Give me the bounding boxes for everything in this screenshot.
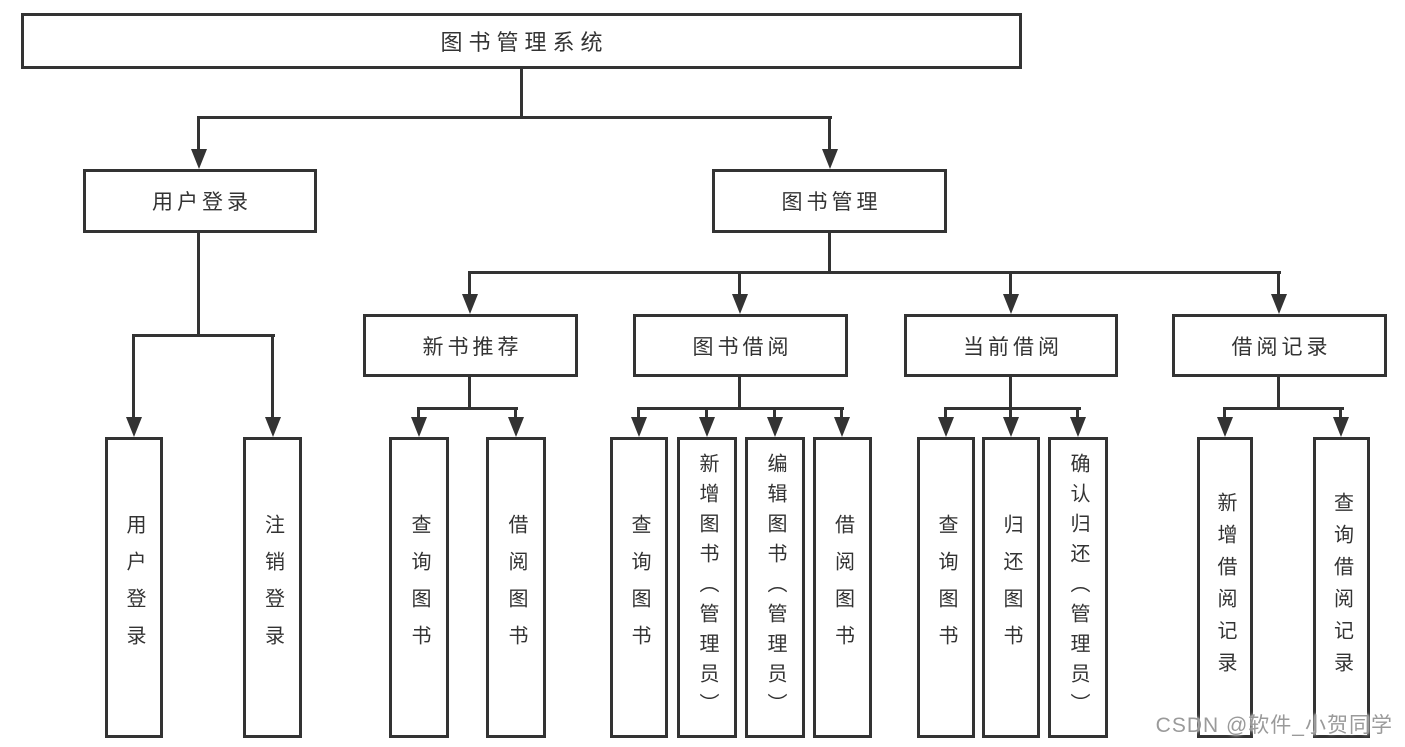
node-current-borrow: 当前借阅	[904, 314, 1118, 377]
leaf-add-book-admin-label: 新增图书（管理员）	[696, 452, 718, 723]
connector-shaft-query-borrow-record	[1339, 409, 1342, 421]
arrowhead-borrow-book-2	[834, 417, 850, 437]
leaf-user-login: 用户登录	[105, 437, 163, 738]
watermark: CSDN @软件_小贺同学	[1155, 714, 1393, 737]
arrowhead-query-book-1	[411, 417, 427, 437]
connector-shaft-query-book-1	[417, 409, 420, 421]
connector-shaft-new-book	[468, 273, 471, 298]
node-book-management: 图书管理	[712, 169, 947, 233]
leaf-query-book-recommend-label: 查询图书	[408, 513, 430, 662]
arrowhead-leaf-logout	[265, 417, 281, 437]
leaf-borrow-book: 借阅图书	[813, 437, 872, 738]
connector-shaft-book-borrow	[738, 273, 741, 298]
arrowhead-borrow-records	[1271, 294, 1287, 314]
connector-shaft-borrow-book-1	[514, 409, 517, 421]
connector-shaft-borrow-book-2	[840, 409, 843, 421]
connector-shaft-book-management	[828, 118, 831, 151]
connector-shaft-query-book-2	[637, 409, 640, 421]
connector-book-mgmt-stub	[828, 233, 831, 273]
arrowhead-add-borrow-record	[1217, 417, 1233, 437]
connector-shaft-return-book	[1009, 409, 1012, 421]
arrowhead-new-book	[462, 294, 478, 314]
connector-shaft-borrow-records	[1277, 273, 1280, 298]
node-book-borrow-label: 图书借阅	[692, 335, 793, 359]
leaf-query-borrow-record: 查询借阅记录	[1313, 437, 1370, 738]
connector-shaft-confirm-return	[1076, 409, 1079, 421]
leaf-add-borrow-record: 新增借阅记录	[1197, 437, 1253, 738]
connector-current-borrow-hline	[944, 407, 1081, 410]
leaf-borrow-book-recommend-label: 借阅图书	[505, 513, 527, 662]
arrowhead-leaf-user-login	[126, 417, 142, 437]
leaf-query-book-current: 查询图书	[917, 437, 975, 738]
node-new-book-recommend: 新书推荐	[363, 314, 578, 377]
connector-new-book-hline	[417, 407, 518, 410]
connector-user-login-stub	[197, 233, 200, 336]
node-user-login-label: 用户登录	[152, 191, 252, 214]
connector-book-borrow-hline	[637, 407, 844, 410]
arrowhead-book-management	[822, 149, 838, 169]
leaf-logout-login: 注销登录	[243, 437, 302, 738]
leaf-add-book-admin: 新增图书（管理员）	[677, 437, 737, 738]
leaf-confirm-return-admin: 确认归还（管理员）	[1048, 437, 1108, 738]
node-library-system-label: 图书管理系统	[440, 30, 609, 55]
connector-shaft-add-book	[705, 409, 708, 421]
node-user-login: 用户登录	[83, 169, 317, 233]
node-new-book-recommend-label: 新书推荐	[422, 335, 523, 359]
leaf-edit-book-admin-label: 编辑图书（管理员）	[764, 452, 786, 723]
leaf-query-book-borrow: 查询图书	[610, 437, 668, 738]
connector-root-stub	[520, 68, 523, 118]
connector-shaft-leaf-user-login	[132, 336, 135, 419]
arrowhead-confirm-return	[1070, 417, 1086, 437]
leaf-edit-book-admin: 编辑图书（管理员）	[745, 437, 805, 738]
connector-shaft-edit-book	[773, 409, 776, 421]
connector-book-borrow-stub	[738, 377, 741, 409]
arrowhead-borrow-book-1	[508, 417, 524, 437]
leaf-borrow-book-label: 借阅图书	[831, 513, 854, 662]
leaf-user-login-label: 用户登录	[123, 513, 145, 662]
connector-current-borrow-stub	[1009, 377, 1012, 409]
arrowhead-edit-book	[767, 417, 783, 437]
leaf-borrow-book-recommend: 借阅图书	[486, 437, 546, 738]
leaf-query-borrow-record-label: 查询借阅记录	[1330, 491, 1353, 684]
arrowhead-query-book-3	[938, 417, 954, 437]
leaf-logout-login-label: 注销登录	[261, 513, 284, 662]
leaf-confirm-return-admin-label: 确认归还（管理员）	[1067, 452, 1089, 723]
connector-user-login-hline	[132, 334, 275, 337]
arrowhead-current-borrow	[1003, 294, 1019, 314]
leaf-return-book: 归还图书	[982, 437, 1040, 738]
connector-root-hline	[197, 116, 832, 119]
connector-shaft-current-borrow	[1009, 273, 1012, 298]
connector-shaft-query-book-3	[944, 409, 947, 421]
connector-shaft-user-login	[197, 118, 200, 151]
leaf-add-borrow-record-label: 新增借阅记录	[1214, 491, 1236, 684]
connector-book-mgmt-hline	[468, 271, 1281, 274]
arrowhead-return-book	[1003, 417, 1019, 437]
arrowhead-user-login	[191, 149, 207, 169]
node-book-management-label: 图书管理	[781, 191, 882, 214]
connector-shaft-add-borrow-record	[1223, 409, 1226, 421]
leaf-query-book-borrow-label: 查询图书	[628, 513, 650, 662]
connector-borrow-records-stub	[1277, 377, 1280, 409]
arrowhead-book-borrow	[732, 294, 748, 314]
node-library-system: 图书管理系统	[21, 13, 1022, 69]
node-current-borrow-label: 当前借阅	[963, 335, 1063, 359]
leaf-query-book-recommend: 查询图书	[389, 437, 449, 738]
node-borrow-records: 借阅记录	[1172, 314, 1387, 377]
node-book-borrow: 图书借阅	[633, 314, 848, 377]
arrowhead-query-borrow-record	[1333, 417, 1349, 437]
leaf-return-book-label: 归还图书	[1000, 513, 1022, 662]
connector-borrow-records-hline	[1223, 407, 1344, 410]
node-borrow-records-label: 借阅记录	[1231, 335, 1332, 359]
connector-shaft-leaf-logout	[271, 336, 274, 419]
arrowhead-query-book-2	[631, 417, 647, 437]
arrowhead-add-book	[699, 417, 715, 437]
connector-new-book-stub	[468, 377, 471, 409]
leaf-query-book-current-label: 查询图书	[935, 513, 957, 662]
